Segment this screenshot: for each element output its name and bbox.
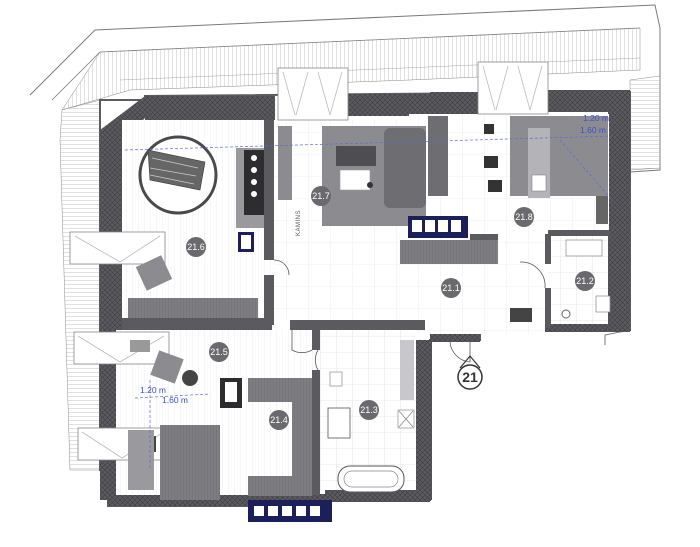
room-label: 21.5 <box>210 347 228 357</box>
room-label: 21.4 <box>270 415 288 425</box>
room-label: 21.7 <box>312 191 330 201</box>
room-tag-21-1: 21.1 <box>441 278 461 298</box>
room-label: 21.1 <box>442 283 460 293</box>
dimension-left-2: 1.60 m <box>162 395 188 405</box>
dimension-top-right-2: 1.60 m <box>580 125 606 135</box>
room-label: 21.3 <box>360 405 378 415</box>
dimension-left-1: 1.20 m <box>140 385 166 395</box>
stair-label: KAMINS <box>296 210 302 236</box>
furniture <box>128 116 611 522</box>
room-tag-21-6: 21.6 <box>186 237 206 257</box>
interior-walls <box>122 120 610 495</box>
room-label: 21.6 <box>187 242 205 252</box>
entry-marker: 21 <box>457 355 483 390</box>
room-tag-21-8: 21.8 <box>514 207 534 227</box>
room-tag-21-7: 21.7 <box>311 186 331 206</box>
skylights <box>69 61 549 461</box>
roof-outline <box>29 4 661 471</box>
room-label: 21.8 <box>515 212 533 222</box>
entry-label: 21 <box>462 369 478 385</box>
room-tag-21-5: 21.5 <box>209 342 229 362</box>
room-tag-21-4: 21.4 <box>269 410 289 430</box>
room-tag-21-3: 21.3 <box>359 400 379 420</box>
dimension-top-right-1: 1.20 m <box>583 113 609 123</box>
room-tag-21-2: 21.2 <box>575 271 595 291</box>
room-label: 21.2 <box>576 276 594 286</box>
dimension-lines <box>124 135 613 470</box>
doors <box>273 259 546 371</box>
